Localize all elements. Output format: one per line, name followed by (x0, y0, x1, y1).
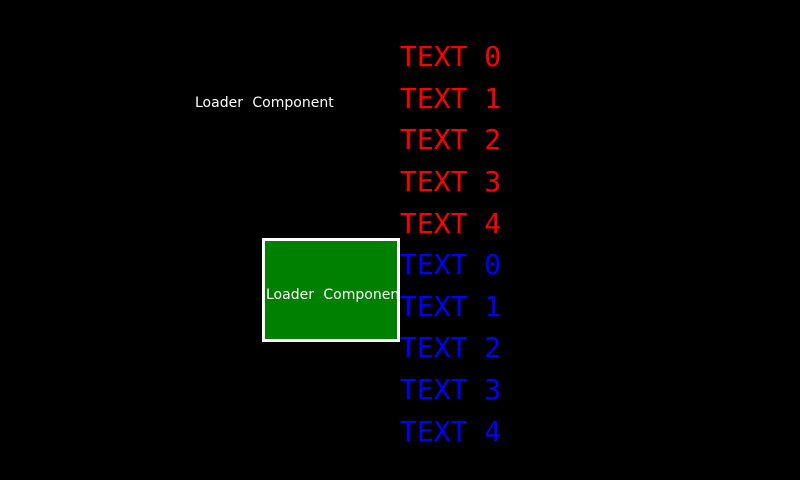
text-item-blue-3: TEXT 3 (400, 373, 502, 407)
text-item-blue-1: TEXT 1 (400, 289, 502, 323)
text-item-red-3: TEXT 3 (400, 165, 502, 199)
text-item-blue-2: TEXT 2 (400, 331, 502, 365)
loader-box-label: Loader Component (266, 287, 400, 303)
loader-component-box: Loader Component (262, 238, 400, 342)
text-item-red-4: TEXT 4 (400, 206, 502, 240)
text-list: TEXT 0 TEXT 1 TEXT 2 TEXT 3 TEXT 4 TEXT 0 TEXT… (400, 36, 501, 452)
text-item-red-0: TEXT 0 (400, 40, 502, 74)
loader-component-label: Loader Component (195, 95, 334, 111)
text-item-red-1: TEXT 1 (400, 81, 502, 115)
text-item-blue-4: TEXT 4 (400, 414, 502, 448)
text-item-blue-0: TEXT 0 (400, 248, 502, 282)
text-item-red-2: TEXT 2 (400, 123, 502, 157)
